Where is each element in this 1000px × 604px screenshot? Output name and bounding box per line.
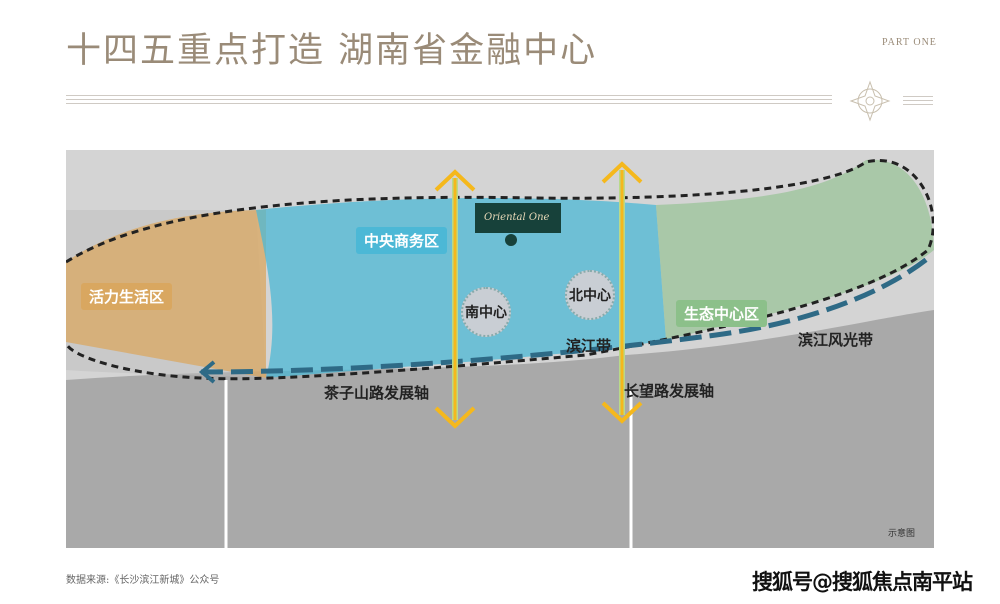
north-center: 北中心 <box>565 270 615 320</box>
belt-label-scenic: 滨江风光带 <box>798 331 874 349</box>
zone-label-cbd: 中央商务区 <box>356 227 448 254</box>
south-center: 南中心 <box>461 287 511 337</box>
riverside-belt <box>200 253 934 375</box>
watermark: 搜狐号@搜狐焦点南平站 <box>752 570 973 594</box>
axis-arrow-chazishan <box>434 169 476 429</box>
river <box>66 310 934 548</box>
divider <box>903 100 933 101</box>
axis-label-chazishan: 茶子山路发展轴 <box>324 384 430 402</box>
belt-arrow-left <box>198 360 216 384</box>
page-title: 十四五重点打造 湖南省金融中心 <box>66 31 598 71</box>
divider <box>903 104 933 105</box>
axis-label-changwang: 长望路发展轴 <box>624 382 715 400</box>
schematic-note: 示意图 <box>888 529 916 539</box>
part-label: PART ONE <box>882 37 937 48</box>
project-sign <box>475 203 561 233</box>
project-sign-label: Oriental One <box>484 212 550 223</box>
divider <box>66 99 832 100</box>
zone-label-vitality: 活力生活区 <box>81 283 173 310</box>
divider <box>66 103 832 104</box>
compass-ornament-icon <box>849 80 891 122</box>
zone-ecology <box>656 159 934 340</box>
divider <box>903 96 933 97</box>
axis-arrow-changwang <box>601 161 643 424</box>
data-source: 数据来源:《长沙滨江新城》公众号 <box>66 575 220 586</box>
district-map: Oriental One 活力生活区 中央商务区 生态中心区 南中心 北中心 茶… <box>66 150 934 548</box>
belt-label-riverside: 滨江带 <box>566 337 612 355</box>
district-boundary <box>66 158 934 381</box>
zone-label-ecology: 生态中心区 <box>676 300 768 327</box>
divider <box>66 95 832 96</box>
project-pin-icon <box>505 234 517 246</box>
